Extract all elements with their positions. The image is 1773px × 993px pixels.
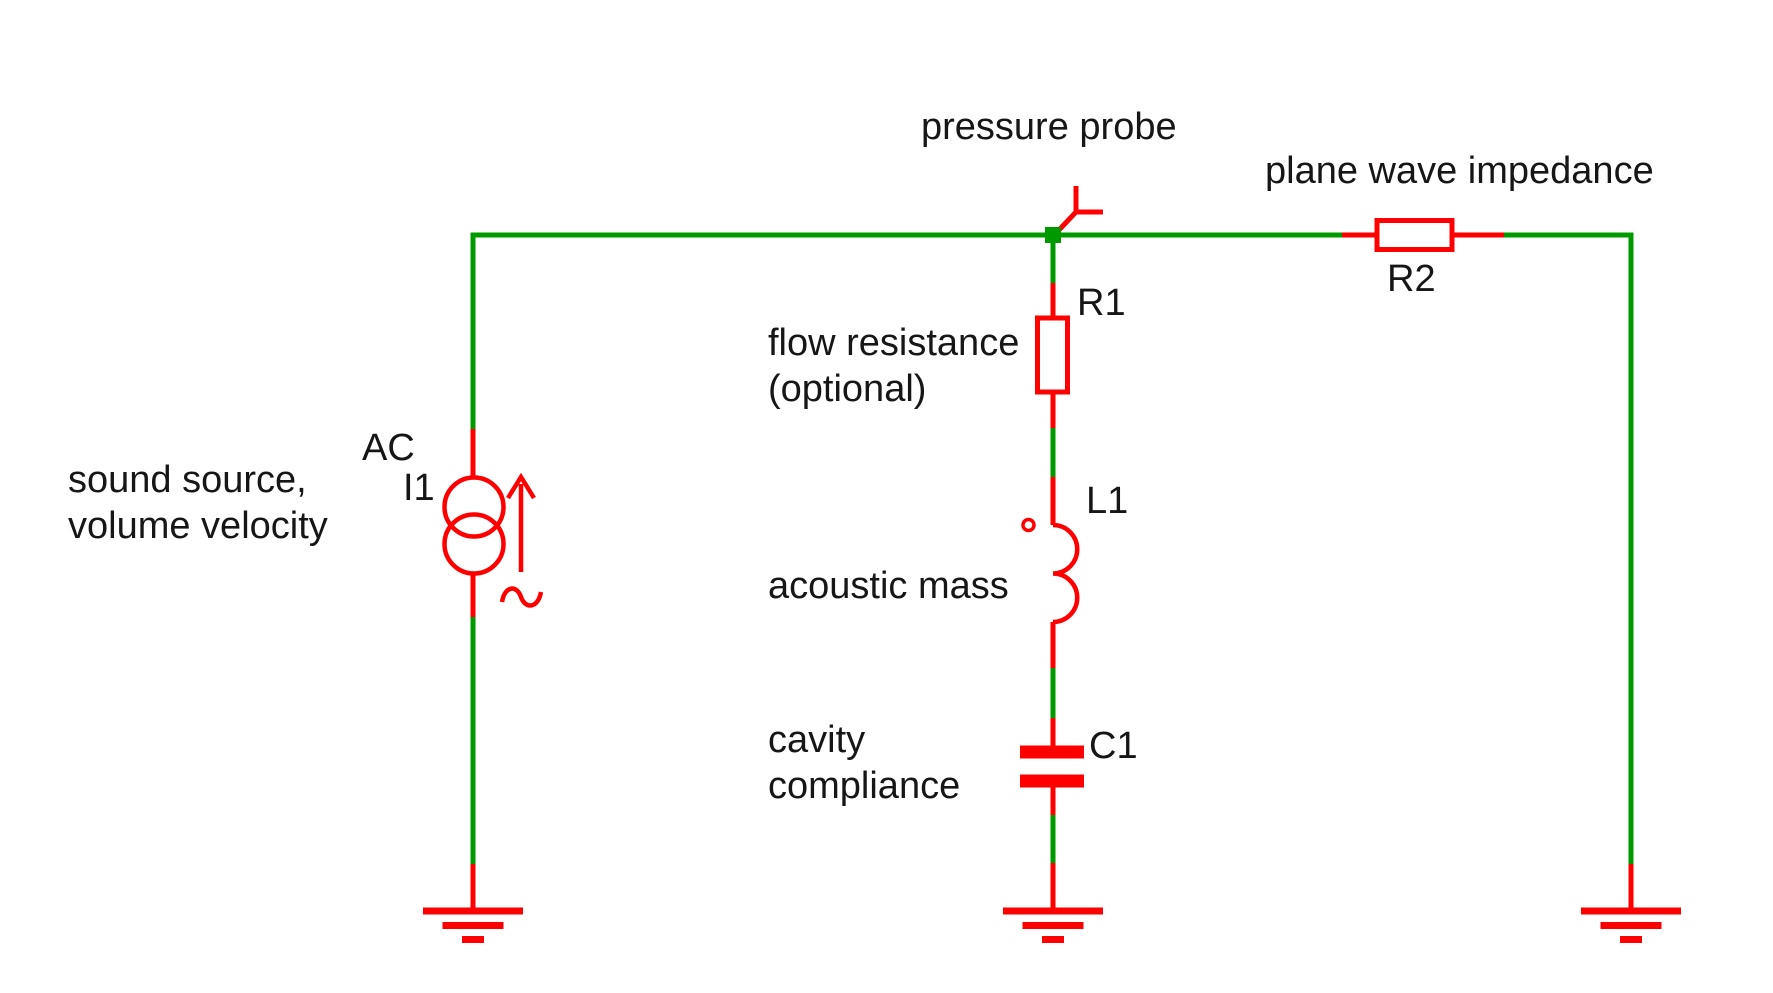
cavity-compliance-label-line2: compliance: [768, 765, 961, 807]
capacitor-plate-bottom: [1020, 774, 1084, 788]
wire-right-top[interactable]: [1504, 232, 1634, 864]
source-designator: I1: [403, 467, 435, 509]
pressure-probe-icon[interactable]: [1057, 186, 1103, 232]
sound-source-label-line2: volume velocity: [68, 505, 328, 547]
ground-right-icon[interactable]: [1581, 907, 1681, 943]
junction-node[interactable]: [1045, 227, 1061, 243]
flow-resistance-label-line1: flow resistance: [768, 322, 1020, 364]
inductor-polarity-dot: [1021, 517, 1036, 533]
flow-resistance-label-line2: (optional): [768, 368, 927, 410]
inductor-coil[interactable]: [1052, 522, 1080, 625]
capacitor-plate-top: [1020, 745, 1084, 759]
ground-left-icon[interactable]: [423, 907, 523, 943]
cavity-compliance-label-line1: cavity: [768, 719, 866, 761]
r1-designator: R1: [1077, 282, 1126, 324]
l1-designator: L1: [1086, 480, 1129, 522]
component-leads: [470, 232, 1634, 911]
c1-designator: C1: [1089, 725, 1138, 767]
acoustic-mass-label: acoustic mass: [768, 565, 1009, 607]
resistor-r1-symbol[interactable]: [1035, 315, 1070, 395]
source-kind-label: AC: [362, 427, 415, 469]
wires: [470, 232, 1634, 864]
plane-wave-impedance-label: plane wave impedance: [1265, 150, 1654, 192]
r2-designator: R2: [1387, 258, 1436, 300]
pressure-probe-label: pressure probe: [921, 106, 1177, 148]
capacitor-c1-symbol[interactable]: [1020, 745, 1084, 788]
source-circle-bottom[interactable]: [442, 512, 506, 576]
source-circle-top[interactable]: [442, 475, 506, 539]
source-sine-icon: [499, 586, 544, 608]
resistor-r2-symbol[interactable]: [1374, 218, 1455, 252]
inductor-l1-symbol[interactable]: [1021, 517, 1080, 625]
current-source-symbol[interactable]: [442, 472, 544, 608]
ground-middle-icon[interactable]: [1003, 907, 1103, 943]
sound-source-label-line1: sound source,: [68, 459, 307, 501]
source-arrow: [506, 472, 536, 572]
